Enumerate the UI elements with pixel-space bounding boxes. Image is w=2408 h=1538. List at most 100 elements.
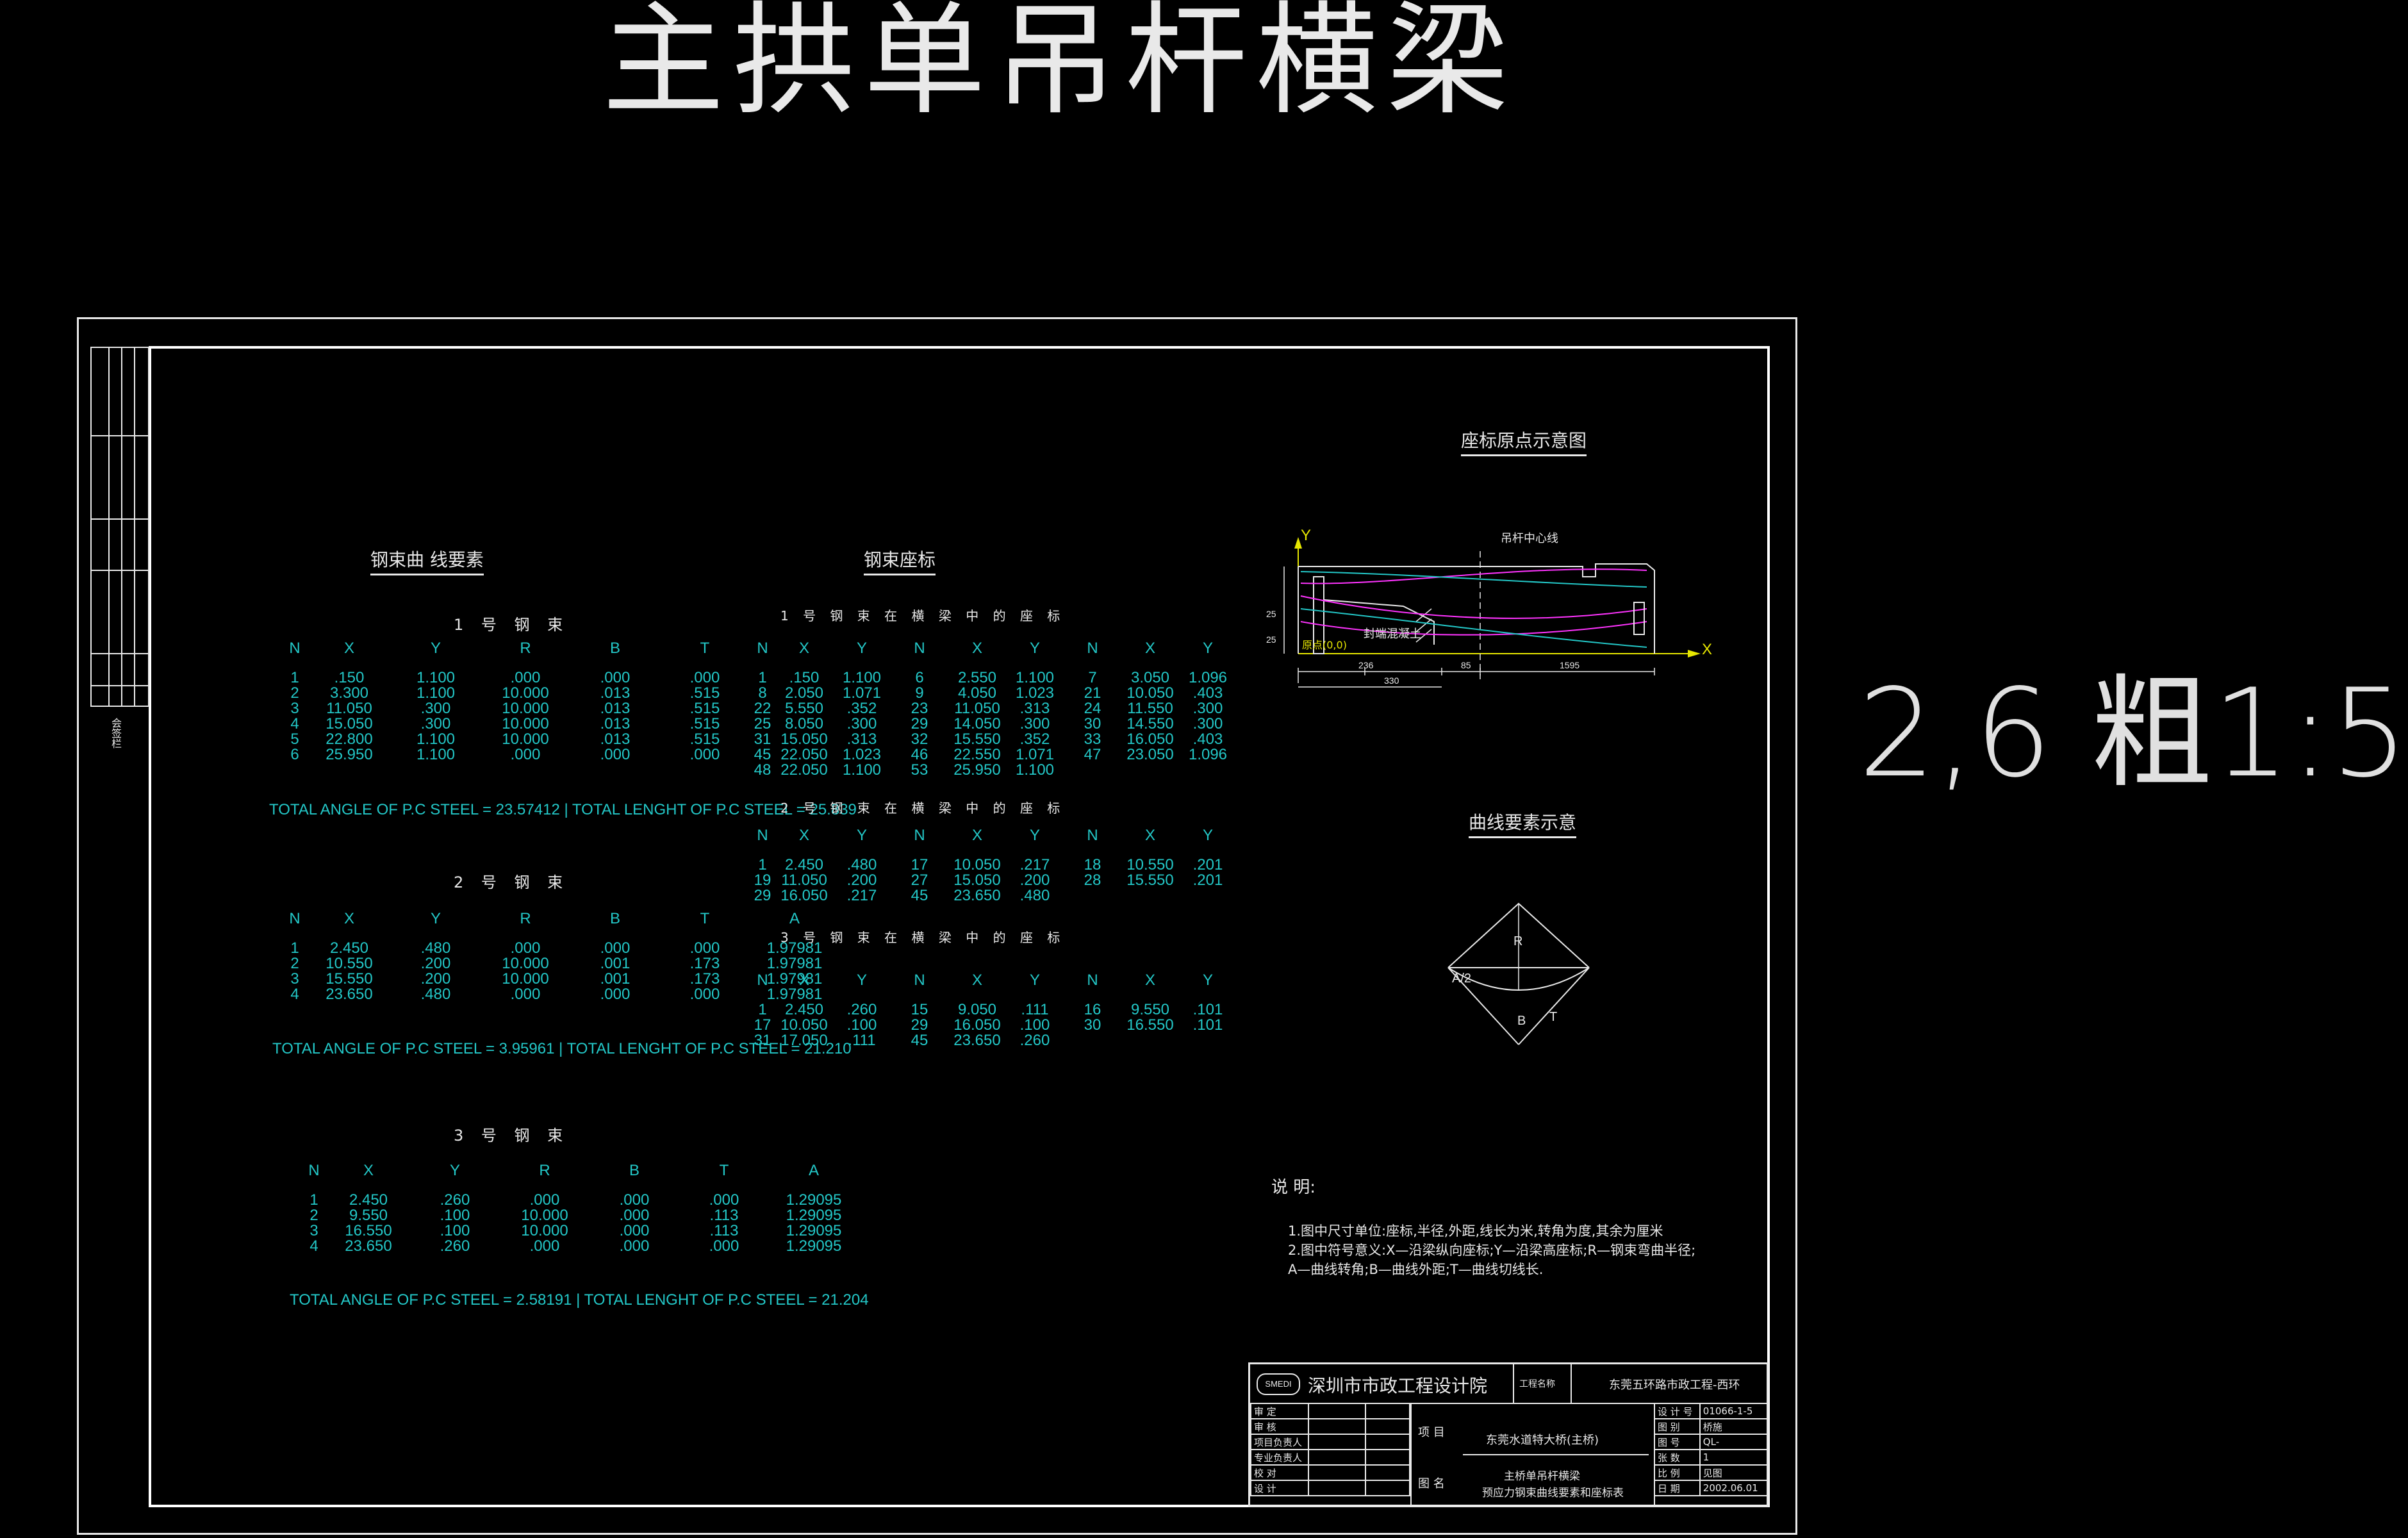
table-cell: 23.650	[953, 1032, 1001, 1049]
column-header: X	[798, 972, 809, 989]
table-cell	[1121, 763, 1179, 778]
table-cell: .100	[1019, 1016, 1050, 1034]
table-cell: 1.100	[416, 731, 456, 748]
table-cell: 3	[290, 970, 299, 988]
role-row: 专业负责人	[1250, 1449, 1411, 1466]
info-value: 01066-1-5	[1699, 1403, 1769, 1419]
table-cell: 32	[911, 731, 928, 748]
role-label: 项目负责人	[1250, 1434, 1309, 1450]
table-cell: 22.800	[326, 731, 373, 748]
table-cell: 16.050	[1126, 731, 1174, 748]
table-cell: 6	[290, 746, 299, 763]
table-cell: 30	[1084, 715, 1101, 732]
table-cell: 17.050	[780, 1032, 828, 1049]
table-cell: 1.023	[1015, 684, 1055, 702]
tendon3-total: TOTAL ANGLE OF P.C STEEL = 2.58191 | TOT…	[290, 1291, 869, 1309]
institute-name: 深圳市市政工程设计院	[1308, 1375, 1488, 1396]
table-cell: .313	[846, 731, 877, 748]
table-cell	[1179, 888, 1237, 904]
table-cell: .300	[1192, 700, 1223, 717]
table-cell: 25.950	[326, 746, 373, 763]
table-cell: 16	[1084, 1001, 1101, 1018]
table-cell: 1.97981	[766, 939, 823, 957]
table-cell: 3	[309, 1222, 318, 1239]
table-cell: .001	[600, 970, 631, 988]
table-cell: .100	[846, 1016, 877, 1034]
table-cell: 1.100	[842, 761, 882, 779]
table-cell: 22.050	[780, 746, 828, 763]
table-cell: .013	[600, 715, 631, 732]
column-header: Y	[1029, 972, 1040, 989]
table-cell: 1.071	[1015, 746, 1055, 763]
table-cell: .000	[600, 746, 631, 763]
table-cell: 24	[1084, 700, 1101, 717]
info-row: 比 例见图	[1654, 1464, 1769, 1481]
column-header: X	[971, 827, 982, 844]
origin-diagram	[1283, 537, 1701, 688]
info-value: 见图	[1699, 1464, 1769, 1481]
role-label: 审 定	[1250, 1403, 1309, 1419]
table-cell: .515	[689, 715, 720, 732]
table-cell: 1.100	[1015, 761, 1055, 779]
table-cell: 45	[911, 1032, 928, 1049]
table-cell: .100	[440, 1222, 470, 1239]
hanger-centerline-label: 吊杆中心线	[1501, 532, 1558, 545]
role-signature	[1307, 1403, 1366, 1419]
notes-line-1: 1.图中尺寸单位:座标,半径,外距,线长为米,转角为度,其余为厘米	[1288, 1223, 1663, 1239]
table-cell: 10.000	[521, 1207, 568, 1224]
table-cell: .113	[709, 1222, 739, 1239]
table-cell: .000	[689, 669, 720, 686]
table-cell: 10.000	[502, 700, 549, 717]
table-cell: 1	[758, 669, 767, 686]
table-cell: 1.100	[1015, 669, 1055, 686]
table-cell: 33	[1084, 731, 1101, 748]
table-cell: 1.97981	[766, 986, 823, 1003]
coord1-label: 1 号 钢 束 在 横 梁 中 的 座 标	[780, 608, 1066, 624]
table-cell: 2.450	[784, 856, 824, 873]
table-cell: .000	[600, 669, 631, 686]
drawing-title: 主拱单吊杆横梁	[602, 0, 1518, 131]
table-cell: 3	[290, 700, 299, 717]
table-cell: 9.050	[957, 1001, 997, 1018]
column-header: X	[971, 640, 982, 657]
table-cell: .000	[619, 1207, 650, 1224]
table-cell: .150	[334, 669, 365, 686]
tendon2-total: TOTAL ANGLE OF P.C STEEL = 3.95961 | TOT…	[272, 1040, 852, 1057]
table-cell: 22.550	[953, 746, 1001, 763]
table-cell: 1.100	[416, 684, 456, 702]
table-cell: 10.050	[953, 856, 1001, 873]
table-cell: .000	[510, 986, 541, 1003]
table-cell: 47	[1084, 746, 1101, 763]
table-cell: 23.650	[326, 986, 373, 1003]
table-cell: 27	[911, 872, 928, 889]
table-cell: 6	[915, 669, 924, 686]
table-cell: .200	[846, 872, 877, 889]
role-date	[1364, 1480, 1411, 1496]
table-cell: 23.650	[953, 887, 1001, 904]
table-cell: 2.550	[957, 669, 997, 686]
role-row: 设 计	[1250, 1480, 1411, 1496]
table-cell: .260	[1019, 1032, 1050, 1049]
column-header: N	[757, 972, 768, 989]
table-cell: 30	[1084, 1016, 1101, 1034]
column-header: X	[343, 910, 354, 927]
dim-1595: 1595	[1560, 660, 1580, 670]
column-header: R	[539, 1162, 550, 1179]
table-cell: 29	[911, 715, 928, 732]
table-cell: 14.550	[1126, 715, 1174, 732]
table-cell: .352	[846, 700, 877, 717]
column-header: X	[798, 827, 809, 844]
table-cell: 1.071	[842, 684, 882, 702]
info-label: 日 期	[1654, 1480, 1701, 1496]
dim-left-top: 25	[1266, 609, 1276, 619]
table-cell: 31	[754, 1032, 771, 1049]
